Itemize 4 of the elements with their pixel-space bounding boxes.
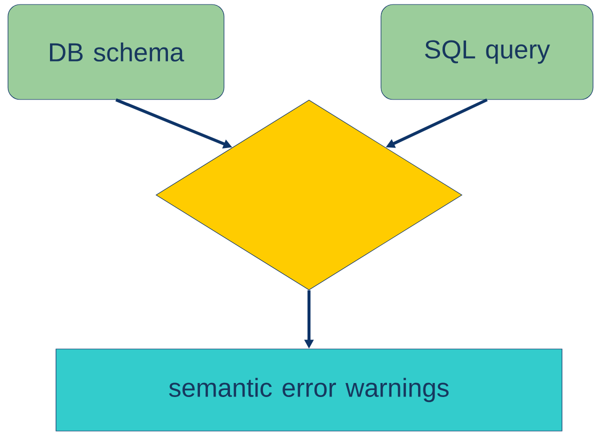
input-box: DB schema (8, 4, 224, 100)
input-box: SQL query (380, 4, 594, 100)
output-box: semantic error warnings (56, 348, 562, 432)
decision-diamond (156, 100, 462, 290)
